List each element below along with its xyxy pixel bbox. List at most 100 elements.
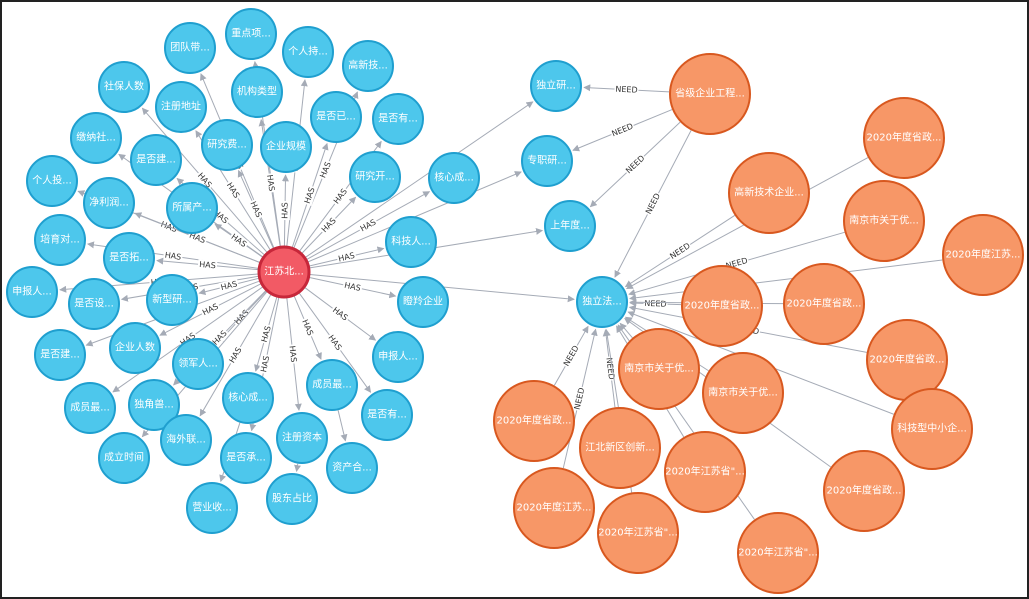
node-attr-a1[interactable]: 重点项... (225, 8, 277, 60)
node-circle[interactable] (513, 467, 595, 549)
edge-c-a25[interactable]: HAS (309, 276, 397, 299)
node-attr-a2[interactable]: 团队带... (164, 22, 216, 74)
node-attr-a25[interactable]: 瞪羚企业 (397, 276, 449, 328)
node-circle[interactable] (579, 407, 661, 489)
node-policy-p7[interactable]: 2020年度省政... (783, 263, 865, 345)
node-circle[interactable] (146, 274, 198, 326)
node-attr-a20[interactable]: 是否拓... (103, 232, 155, 284)
node-circle[interactable] (428, 152, 480, 204)
node-attr-a39[interactable]: 资产合... (326, 442, 378, 494)
edge-c-a21[interactable]: HAS (309, 246, 385, 267)
edge-a33-a39[interactable] (337, 410, 348, 442)
node-policy-p18[interactable]: 2020年江苏省"... (737, 512, 819, 594)
node-attr-a13[interactable]: 是否建... (130, 134, 182, 186)
node-attr-r1[interactable]: 独立研... (530, 60, 582, 112)
node-circle[interactable] (64, 382, 116, 434)
node-policy-p9[interactable]: 南京市关于优... (618, 328, 700, 410)
node-circle[interactable] (266, 473, 318, 525)
node-circle[interactable] (544, 200, 596, 252)
edge-p12-r4[interactable]: NEED (553, 325, 589, 386)
node-circle[interactable] (664, 431, 746, 513)
node-circle[interactable] (843, 180, 925, 262)
node-attr-a19[interactable]: 培育对... (34, 214, 86, 266)
node-attr-a8[interactable]: 是否已... (310, 91, 362, 143)
node-attr-a33[interactable]: 成员最... (306, 359, 358, 411)
node-policy-p1[interactable]: 省级企业工程... (669, 53, 751, 135)
node-circle[interactable] (310, 91, 362, 143)
node-circle[interactable] (669, 53, 751, 135)
node-policy-p8[interactable]: 2020年度省政... (866, 319, 948, 401)
node-circle[interactable] (186, 482, 238, 534)
node-circle[interactable] (342, 40, 394, 92)
node-circle[interactable] (103, 232, 155, 284)
node-attr-a14[interactable]: 研究开... (349, 151, 401, 203)
node-attr-a37[interactable]: 注册资本 (276, 412, 328, 464)
node-circle[interactable] (326, 442, 378, 494)
edge-c-a20[interactable]: HAS (156, 257, 259, 271)
node-policy-p13[interactable]: 江北新区创新... (579, 407, 661, 489)
node-circle[interactable] (493, 380, 575, 462)
edge-c-a18[interactable]: HAS (214, 223, 263, 258)
edge-p1-r3[interactable]: NEED (589, 121, 681, 208)
node-circle[interactable] (349, 151, 401, 203)
node-circle[interactable] (222, 372, 274, 424)
node-attr-a9[interactable]: 是否有... (372, 93, 424, 145)
node-circle[interactable] (576, 276, 628, 328)
node-circle[interactable] (109, 322, 161, 374)
node-policy-p6[interactable]: 2020年度省政... (681, 265, 763, 347)
node-circle[interactable] (257, 245, 311, 299)
node-circle[interactable] (98, 432, 150, 484)
node-circle[interactable] (68, 278, 120, 330)
node-attr-r2[interactable]: 专职研... (521, 135, 573, 187)
node-circle[interactable] (225, 8, 277, 60)
node-attr-a36[interactable]: 海外联... (160, 414, 212, 466)
node-circle[interactable] (866, 319, 948, 401)
node-circle[interactable] (618, 328, 700, 410)
node-attr-a21[interactable]: 科技人... (385, 216, 437, 268)
node-center-c[interactable]: 江苏北... (257, 245, 311, 299)
node-attr-a6[interactable]: 注册地址 (155, 81, 207, 133)
node-attr-a34[interactable]: 是否有... (361, 389, 413, 441)
node-circle[interactable] (220, 432, 272, 484)
node-attr-a12[interactable]: 企业规模 (260, 121, 312, 173)
node-circle[interactable] (282, 26, 334, 78)
node-attr-a32[interactable]: 核心成... (222, 372, 274, 424)
node-circle[interactable] (891, 388, 973, 470)
node-attr-a24[interactable]: 新型研... (146, 274, 198, 326)
node-attr-a16[interactable]: 个人投... (26, 155, 78, 207)
node-policy-p17[interactable]: 2020年江苏省"... (597, 492, 679, 574)
node-attr-a40[interactable]: 营业收... (186, 482, 238, 534)
node-attr-a3[interactable]: 个人持... (282, 26, 334, 78)
node-policy-p2[interactable]: 2020年度省政... (863, 97, 945, 179)
node-policy-p12[interactable]: 2020年度省政... (493, 380, 575, 462)
node-circle[interactable] (70, 112, 122, 164)
node-circle[interactable] (823, 450, 905, 532)
node-circle[interactable] (681, 265, 763, 347)
node-attr-r4[interactable]: 独立法... (576, 276, 628, 328)
edge-p5-r4[interactable] (629, 259, 943, 302)
node-attr-a17[interactable]: 净利润... (83, 177, 135, 229)
edge-c-r1[interactable] (305, 101, 534, 258)
node-policy-p15[interactable]: 2020年度省政... (823, 450, 905, 532)
node-policy-p10[interactable]: 南京市关于优... (702, 352, 784, 434)
node-attr-a18[interactable]: 所属产... (166, 182, 218, 234)
node-circle[interactable] (98, 61, 150, 113)
node-circle[interactable] (737, 512, 819, 594)
node-circle[interactable] (372, 93, 424, 145)
node-circle[interactable] (83, 177, 135, 229)
node-circle[interactable] (166, 182, 218, 234)
edge-a37-a41[interactable] (294, 463, 302, 473)
node-circle[interactable] (130, 134, 182, 186)
node-circle[interactable] (385, 216, 437, 268)
node-circle[interactable] (26, 155, 78, 207)
node-attr-a15[interactable]: 核心成... (428, 152, 480, 204)
node-attr-a29[interactable]: 领军人... (172, 338, 224, 390)
node-circle[interactable] (6, 266, 58, 318)
node-circle[interactable] (160, 414, 212, 466)
edge-p16-r4[interactable]: NEED (562, 328, 598, 469)
node-circle[interactable] (372, 331, 424, 383)
node-circle[interactable] (397, 276, 449, 328)
node-attr-a23[interactable]: 是否设... (68, 278, 120, 330)
edge-c-a8[interactable]: HAS (291, 142, 329, 248)
